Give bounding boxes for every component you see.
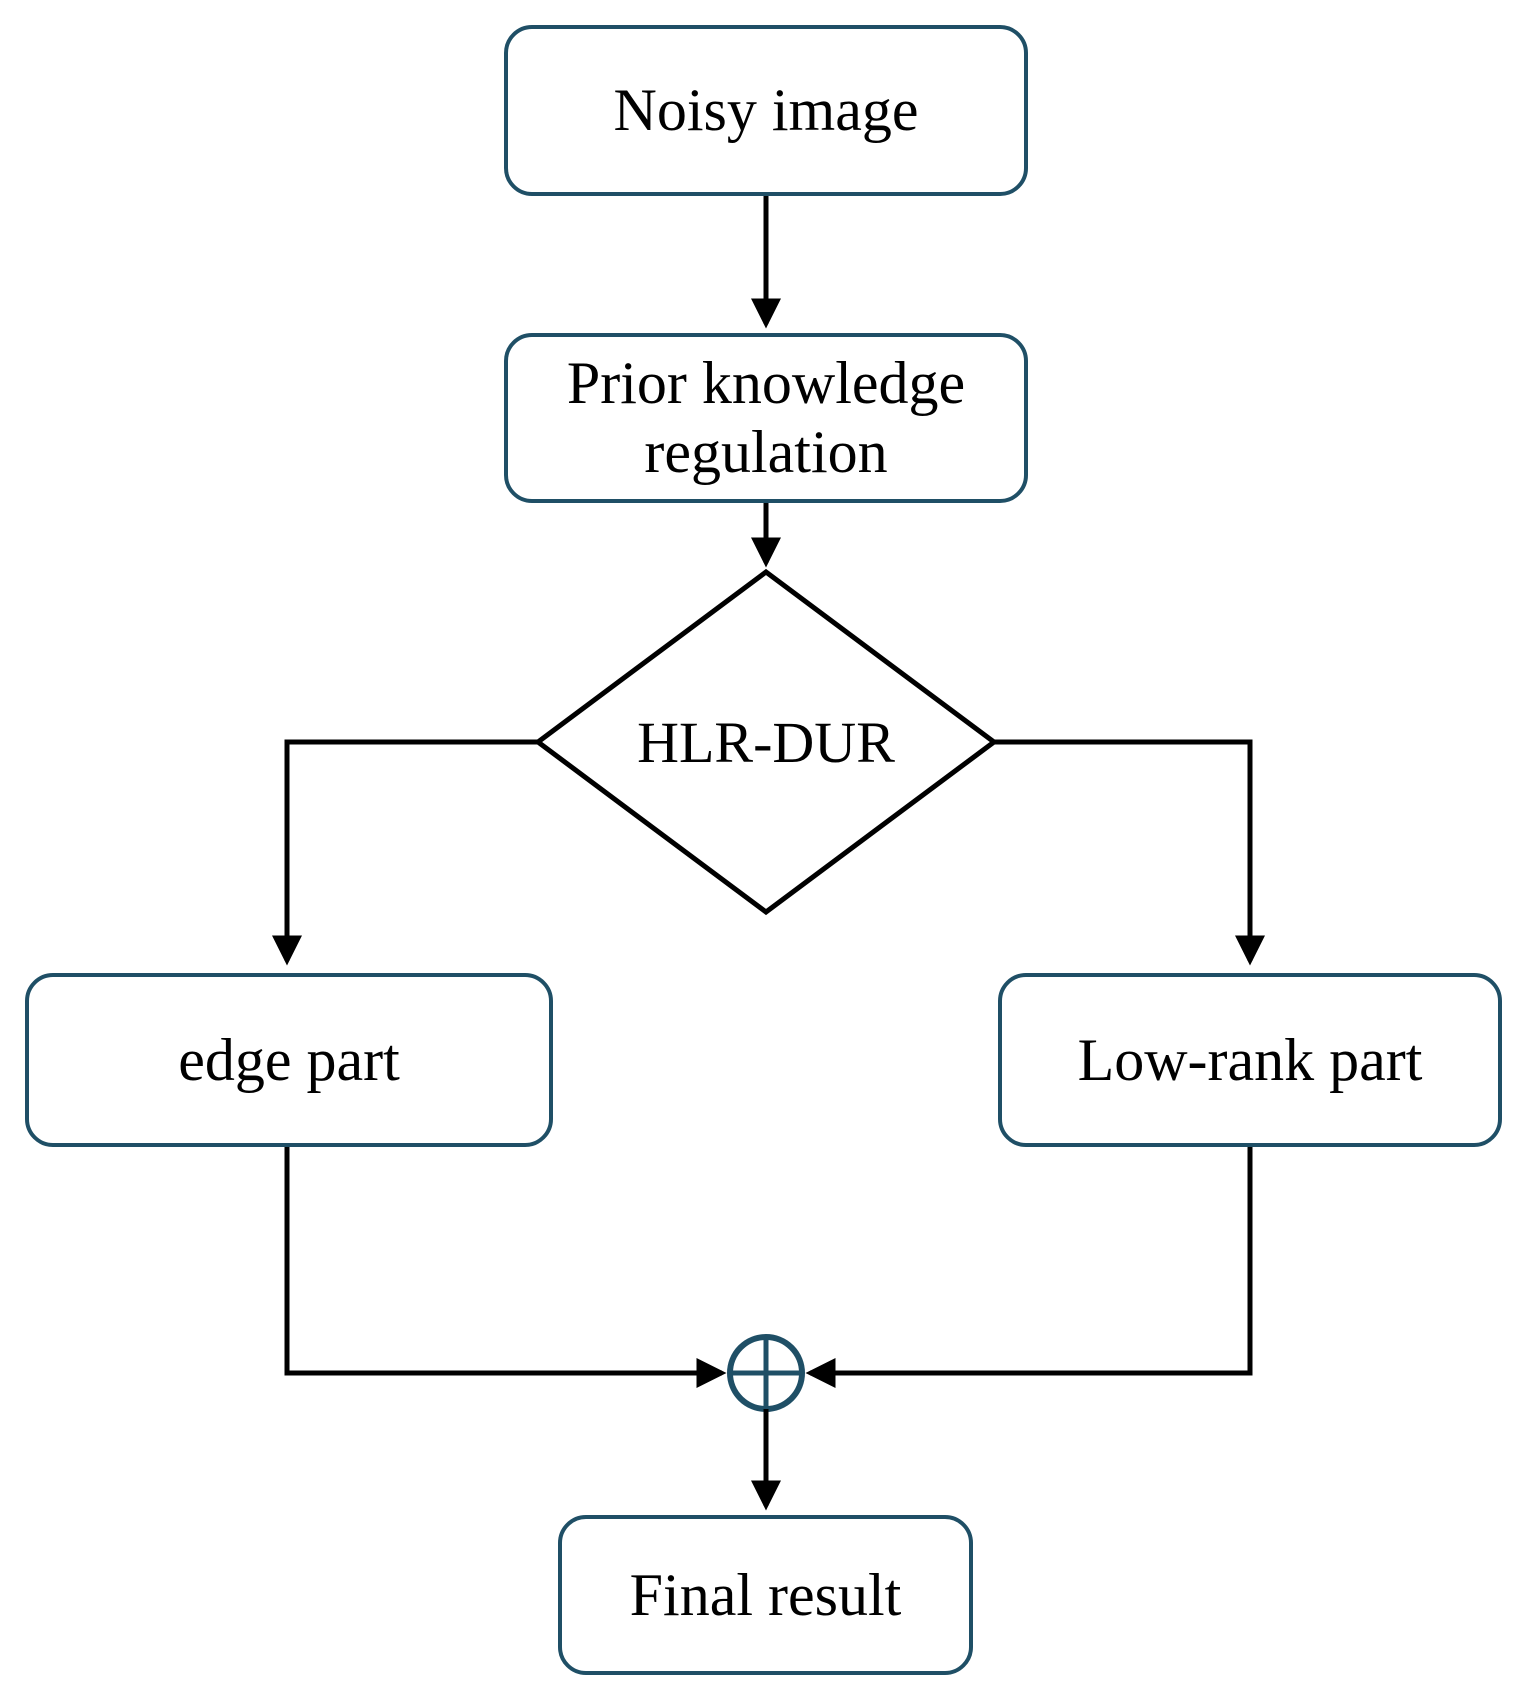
edge-part-label: edge part — [178, 1026, 400, 1093]
prior-knowledge-node: Prior knowledge regulation — [504, 333, 1028, 503]
noisy-image-node: Noisy image — [504, 25, 1028, 196]
arrow-low-rank-to-sum — [805, 1147, 1253, 1388]
arrow-edge-part-to-sum — [284, 1147, 727, 1388]
arrow-decision-to-low-rank — [994, 739, 1265, 966]
noisy-image-label: Noisy image — [613, 77, 919, 143]
arrow-decision-to-edge-part — [272, 739, 538, 966]
circled-plus-icon — [727, 1334, 805, 1412]
prior-knowledge-label: Prior knowledge regulation — [566, 350, 966, 485]
decision-label: HLR-DUR — [637, 709, 895, 775]
final-result-label: Final result — [629, 1561, 902, 1628]
decision-diamond-shape — [533, 568, 999, 916]
low-rank-part-label: Low-rank part — [1077, 1026, 1423, 1093]
decision-node-label-wrap: HLR-DUR — [566, 700, 966, 784]
low-rank-part-node: Low-rank part — [998, 973, 1502, 1147]
final-result-node: Final result — [558, 1515, 973, 1675]
edge-part-node: edge part — [25, 973, 553, 1147]
